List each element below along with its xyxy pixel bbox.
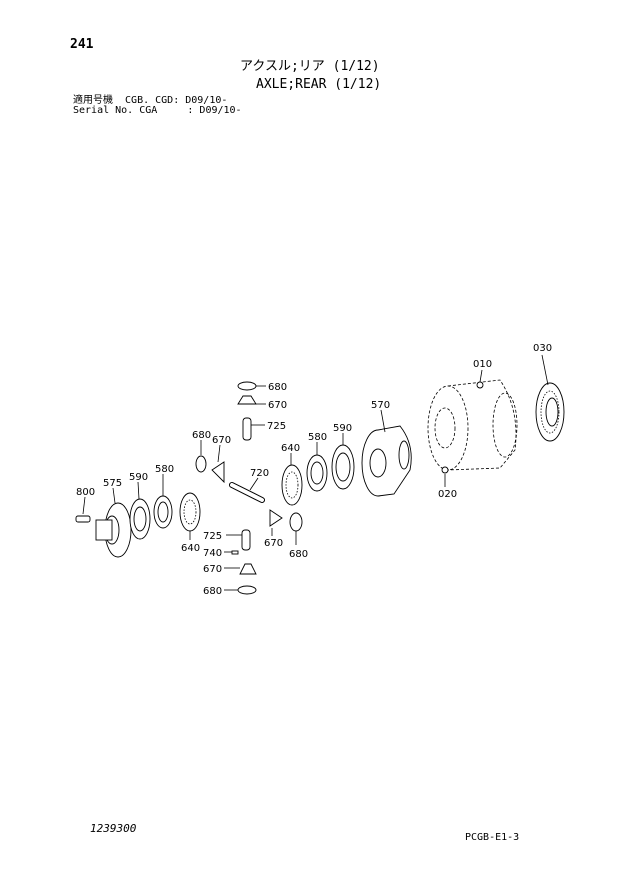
page-number: 241 <box>70 37 94 52</box>
callout-590-left: 590 <box>129 472 148 483</box>
thrust-washer-bottom-part <box>237 585 257 595</box>
callout-570: 570 <box>371 400 390 411</box>
page-title-english: AXLE;REAR (1/12) <box>256 77 382 92</box>
page-code: PCGB-E1-3 <box>465 832 520 843</box>
callout-640-right: 640 <box>281 443 300 454</box>
side-gear-right-part <box>281 464 303 506</box>
callout-580-right: 580 <box>308 432 327 443</box>
callout-720: 720 <box>250 468 269 479</box>
callout-580-left: 580 <box>155 464 174 475</box>
pinion-gear-left-part <box>211 461 225 484</box>
thrust-washer-right-part <box>289 512 303 532</box>
roll-pin-part <box>231 550 239 555</box>
callout-030: 030 <box>533 343 552 354</box>
serial-applicability-line-2: Serial No. CGA : D09/10- <box>73 105 242 116</box>
callout-670-top: 670 <box>268 400 287 411</box>
ring-gear-part <box>535 382 565 442</box>
pinion-gear-top-part <box>237 395 257 405</box>
callout-575: 575 <box>103 478 122 489</box>
callout-020: 020 <box>438 489 457 500</box>
page-title-japanese: アクスル;リア (1/12) <box>240 59 380 74</box>
callout-680-top: 680 <box>268 382 287 393</box>
bolt-part <box>75 515 91 523</box>
document-number: 1239300 <box>90 822 137 835</box>
side-gear-left-part <box>179 492 201 532</box>
flange-part <box>95 502 132 558</box>
callout-640-left: 640 <box>181 543 200 554</box>
callout-670-right: 670 <box>264 538 283 549</box>
thrust-washer-left-part <box>195 455 207 473</box>
callout-670-left: 670 <box>212 435 231 446</box>
callout-800: 800 <box>76 487 95 498</box>
thrust-washer-top-part <box>237 381 257 391</box>
callout-680-left: 680 <box>192 430 211 441</box>
callout-590-right: 590 <box>333 423 352 434</box>
pinion-gear-right-part <box>269 509 283 527</box>
pinion-pin-bottom-part <box>241 529 251 551</box>
callout-670-bottom: 670 <box>203 564 222 575</box>
axle-housing-part <box>427 379 518 474</box>
pinion-pin-top-part <box>242 417 252 441</box>
callout-680-bottom: 680 <box>203 586 222 597</box>
pinion-gear-bottom-part <box>239 563 257 575</box>
differential-case-part <box>361 425 412 497</box>
callout-725-bottom: 725 <box>203 531 222 542</box>
callout-010: 010 <box>473 359 492 370</box>
callout-740: 740 <box>203 548 222 559</box>
serial-applicability-line-1: 適用号機 CGB. CGD: D09/10- <box>73 95 228 106</box>
callout-725-top: 725 <box>267 421 286 432</box>
callout-680-right: 680 <box>289 549 308 560</box>
